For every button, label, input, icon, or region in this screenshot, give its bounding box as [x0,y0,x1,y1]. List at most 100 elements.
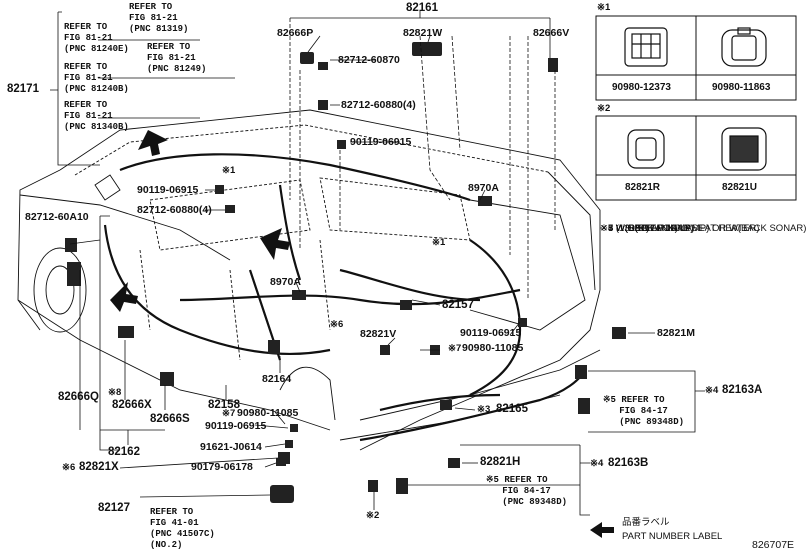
car-windshield [17,169,61,331]
car-front [17,299,331,431]
legend-4: ※4 W(REAR FOG LAMP) OR W(BACK SONAR) [600,223,807,234]
connector-icon-90980-12373 [624,27,668,67]
connector-82666Q [67,262,81,286]
part-82712-60880-4b: 82712-60880(4) [137,204,212,216]
part-8970A-b: 8970A [270,276,301,288]
part-label-jp: 品番ラベル [622,517,670,528]
legend-3: ※3 W(SUB TANK) [600,223,678,234]
part-82712-60870: 82712-60870 [338,54,400,66]
car-rear-upper [547,171,596,291]
connector-82666V [548,58,558,72]
part-82666X: 82666X [112,399,152,411]
box-1-left-label: 90980-12373 [612,82,671,93]
front-wheel-inner [45,265,75,315]
connector-icon-82821U [721,127,767,171]
part-90119-06915-a: 90119-06915 [350,136,412,148]
legend-8: ※8 (1308- ) [600,223,650,234]
mark-2: ※2 [366,510,380,521]
box-2-right-label: 82821U [722,182,758,193]
mark-6b: ※6 [62,462,76,473]
car-rear-hatch [469,199,586,331]
part-90119-06915-b: 90119-06915 [137,184,199,196]
harness-rear-lower [379,393,501,412]
mark-4b: ※4 [590,458,604,469]
part-82712-60A10: 82712-60A10 [25,211,89,223]
connector-82157 [400,300,412,310]
harness-rear [469,239,522,396]
rear-wheel-arch [279,366,336,421]
part-82127: 82127 [98,502,130,514]
car-roof-outline [59,109,601,290]
connector-82821V [380,345,390,355]
part-82821V: 82821V [360,328,397,340]
part-82163B: 82163B [608,457,649,469]
part-82666Q: 82666Q [58,391,99,403]
ref-89348D-a: ※5 REFER TO FIG 84-17 (PNC 89348D) [603,395,685,427]
arrow-floor [110,282,138,312]
ref-81240E: REFER TO FIG 81-21 (PNC 81240E) [64,22,129,54]
part-90119-06915-d: 90119-06915 [205,420,267,432]
mark-1b: ※1 [432,237,446,248]
connector-icon-90980-11863 [721,29,767,67]
car-rear-window [319,177,471,241]
harness-pillar [278,184,302,281]
connector-90119-b [215,185,224,194]
connector-82666P [300,52,314,64]
car-hood [19,194,231,261]
part-82158: 82158 [208,399,240,411]
connector-82712-60880-a [318,100,328,110]
connector-90119-a [337,140,346,149]
part-82666S: 82666S [150,413,190,425]
part-82163A: 82163A [722,384,763,396]
connector-82821W [412,42,442,56]
mark-4a: ※4 [705,385,719,396]
harness-roof [119,153,471,202]
connector-8970A-a [478,196,492,206]
mark-7a: ※7 [448,343,462,354]
front-wheel [33,247,87,333]
part-90119-06915-c: 90119-06915 [460,327,522,339]
part-82821W: 82821W [403,27,443,39]
box-2-mark: ※2 [597,103,611,114]
connector-90179 [276,458,286,466]
part-82821X: 82821X [79,461,119,473]
part-90980-11085-a: 90980-11085 [462,342,524,354]
part-label-arrow [590,522,614,538]
mark-8: ※8 [108,387,122,398]
side-mirror [94,174,121,201]
part-90980-11085-b: 90980-11085 [237,407,299,419]
ref-41507C: REFER TO FIG 41-01 (PNC 41507C) (NO.2) [150,507,215,550]
part-82162: 82162 [108,446,140,458]
car-roof-inner [74,124,549,176]
connector-82666X [118,326,134,338]
connector-icon-82821R [627,129,665,169]
mark-1: ※1 [222,165,236,176]
ref-89348D-b: ※5 REFER TO FIG 84-17 (PNC 89348D) [486,475,568,507]
legend-7: ※7 W/O(REAR NO.1 SEAT HEATER) [600,223,760,234]
harness-bumper [359,369,586,442]
part-90179-06178: 90179-06178 [191,461,253,473]
connector-82164 [268,340,280,354]
part-label-en: PART NUMBER LABEL [622,531,723,542]
connector-91621 [285,440,293,448]
figure-code: 826707E [752,539,795,551]
box-1-right-label: 90980-11863 [712,82,771,93]
part-82666P: 82666P [277,27,314,39]
legend-5: ※5 W(BACK SONAR) [600,223,694,234]
connector-82712-60870 [318,62,328,70]
mark-6: ※6 [330,319,344,330]
ref-81319: REFER TO FIG 81-21 (PNC 81319) [129,2,189,34]
arrow-hatch [138,130,168,156]
ref-81240B: REFER TO FIG 81-21 (PNC 81240B) [64,62,129,94]
part-82157: 82157 [442,299,474,311]
part-82712-60880-4: 82712-60880(4) [341,99,416,111]
connector-82165 [440,400,452,410]
car-bumper [359,349,601,421]
car-side-window [149,179,311,251]
harness-left-side [103,224,331,355]
part-82164: 82164 [262,373,292,385]
part-8970A-a: 8970A [468,182,499,194]
mark-3: ※3 [477,404,491,415]
box-2-left-label: 82821R [625,182,661,193]
part-82821M: 82821M [657,327,695,339]
